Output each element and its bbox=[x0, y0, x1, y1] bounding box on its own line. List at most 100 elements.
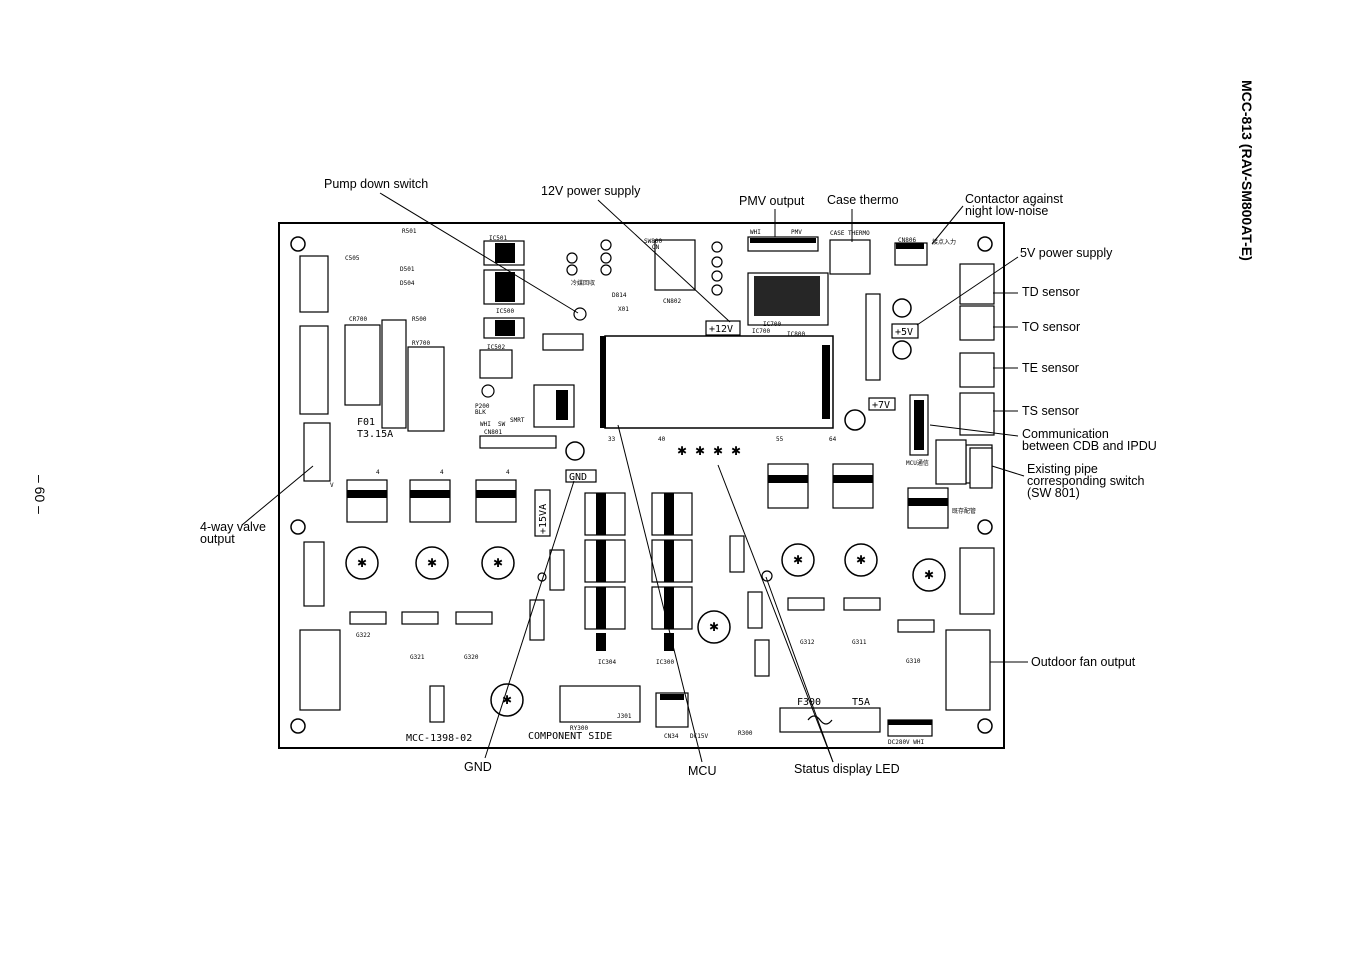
four-way-valve-line1: 4-way valve bbox=[200, 520, 266, 534]
svg-text:✱: ✱ bbox=[924, 568, 934, 582]
svg-text:ON: ON bbox=[652, 244, 660, 251]
pump-down-switch-label: Pump down switch bbox=[324, 177, 429, 191]
relay bbox=[407, 346, 445, 432]
svg-text:55: 55 bbox=[776, 436, 784, 443]
svg-text:R501: R501 bbox=[402, 228, 417, 235]
svg-text:PMV: PMV bbox=[791, 229, 802, 236]
svg-text:IC501: IC501 bbox=[489, 235, 507, 242]
pcb-model-label: MCC-1398-02 bbox=[406, 733, 472, 744]
pcb-5v-box: +5V bbox=[895, 327, 913, 338]
svg-text:接点入力: 接点入力 bbox=[932, 238, 956, 246]
svg-text:BLK: BLK bbox=[475, 409, 486, 416]
svg-text:MCU通信: MCU通信 bbox=[906, 459, 929, 467]
svg-text:IC800: IC800 bbox=[787, 331, 805, 338]
four-way-valve-label: 4-way valve output bbox=[200, 520, 266, 546]
svg-text:CN806: CN806 bbox=[898, 237, 916, 244]
svg-text:✱: ✱ bbox=[709, 620, 719, 634]
contactor-label-line1: Contactor against bbox=[965, 192, 1063, 206]
case-thermo-label: Case thermo bbox=[827, 193, 899, 207]
svg-text:RY300: RY300 bbox=[570, 725, 588, 732]
svg-text:✱: ✱ bbox=[731, 444, 741, 458]
contactor-label: Contactor against night low-noise bbox=[965, 192, 1063, 218]
svg-text:4: 4 bbox=[440, 469, 444, 476]
svg-text:CN801: CN801 bbox=[484, 429, 502, 436]
pcb-fuse2-label: F300 bbox=[797, 697, 821, 708]
svg-text:✱: ✱ bbox=[856, 553, 866, 567]
svg-text:G311: G311 bbox=[852, 639, 867, 646]
svg-text:✱: ✱ bbox=[502, 693, 512, 707]
mcu-pins bbox=[822, 345, 830, 419]
svg-text:D504: D504 bbox=[400, 280, 415, 287]
supply-5v-label: 5V power supply bbox=[1020, 246, 1113, 260]
supply-12v-label: 12V power supply bbox=[541, 184, 641, 198]
ts-sensor-label: TS sensor bbox=[1022, 404, 1079, 418]
contactor-label-line2: night low-noise bbox=[965, 204, 1049, 218]
svg-text:64: 64 bbox=[829, 436, 837, 443]
svg-text:40: 40 bbox=[658, 436, 666, 443]
svg-text:SMRT: SMRT bbox=[510, 417, 525, 424]
svg-text:33: 33 bbox=[608, 436, 616, 443]
svg-text:J301: J301 bbox=[617, 713, 632, 720]
svg-text:D501: D501 bbox=[400, 266, 415, 273]
mcu-module bbox=[604, 335, 834, 429]
svg-text:IC502: IC502 bbox=[487, 344, 505, 351]
svg-text:4: 4 bbox=[376, 469, 380, 476]
svg-text:4: 4 bbox=[506, 469, 510, 476]
svg-text:既存配管: 既存配管 bbox=[952, 507, 976, 515]
svg-text:IC500: IC500 bbox=[496, 308, 514, 315]
gnd-label: GND bbox=[464, 760, 492, 774]
svg-text:✱: ✱ bbox=[677, 444, 687, 458]
svg-text:G320: G320 bbox=[464, 654, 479, 661]
svg-text:C505: C505 bbox=[345, 255, 360, 262]
leader-lines bbox=[241, 192, 1028, 763]
svg-text:G322: G322 bbox=[356, 632, 371, 639]
svg-text:P200: P200 bbox=[475, 403, 490, 410]
existing-pipe-switch-label: Existing pipe corresponding switch (SW 8… bbox=[1027, 462, 1145, 500]
svg-text:RY700: RY700 bbox=[412, 340, 430, 347]
te-sensor-label: TE sensor bbox=[1022, 361, 1079, 375]
svg-text:✱: ✱ bbox=[695, 444, 705, 458]
existing-pipe-line1: Existing pipe bbox=[1027, 462, 1098, 476]
existing-pipe-line3: (SW 801) bbox=[1027, 486, 1080, 500]
pcb-15v-box: +15VA bbox=[538, 504, 549, 534]
svg-text:冷媒回収: 冷媒回収 bbox=[571, 279, 595, 287]
pcb-12v-box: +12V bbox=[709, 324, 733, 335]
td-sensor-label: TD sensor bbox=[1022, 285, 1080, 299]
existing-pipe-line2: corresponding switch bbox=[1027, 474, 1145, 488]
pmv-output-label: PMV output bbox=[739, 194, 805, 208]
to-sensor-label: TO sensor bbox=[1022, 320, 1081, 334]
pcb-ic-main: IC700 bbox=[763, 321, 781, 328]
svg-text:IC304: IC304 bbox=[598, 659, 616, 666]
svg-text:CN802: CN802 bbox=[663, 298, 681, 305]
svg-text:✱: ✱ bbox=[427, 556, 437, 570]
pcb-fuse2-rating: T5A bbox=[852, 697, 870, 708]
svg-text:SW800: SW800 bbox=[644, 238, 662, 245]
pcb-side-label: COMPONENT SIDE bbox=[528, 731, 612, 742]
communication-label-line1: Communication bbox=[1022, 427, 1109, 441]
svg-text:WHI: WHI bbox=[480, 421, 491, 428]
svg-text:G312: G312 bbox=[800, 639, 815, 646]
svg-text:G310: G310 bbox=[906, 658, 921, 665]
pcb-fuse-rating: T3.15A bbox=[357, 429, 393, 440]
svg-text:IC700: IC700 bbox=[752, 328, 770, 335]
svg-text:DC280V WHI: DC280V WHI bbox=[888, 739, 925, 746]
power-transistors bbox=[346, 463, 949, 529]
svg-text:CASE THERMO: CASE THERMO bbox=[830, 230, 870, 237]
svg-text:CR700: CR700 bbox=[349, 316, 367, 323]
mounting-holes bbox=[290, 236, 993, 734]
communication-label-line2: between CDB and IPDU bbox=[1022, 439, 1157, 453]
svg-text:R500: R500 bbox=[412, 316, 427, 323]
capacitors bbox=[345, 298, 946, 717]
outdoor-fan-output-label: Outdoor fan output bbox=[1031, 655, 1136, 669]
svg-text:R300: R300 bbox=[738, 730, 753, 737]
communication-label: Communication between CDB and IPDU bbox=[1022, 427, 1157, 453]
svg-text:✱: ✱ bbox=[713, 444, 723, 458]
pcb-gnd-box: GND bbox=[569, 472, 587, 483]
mcu-label: MCU bbox=[688, 764, 717, 778]
svg-text:D814: D814 bbox=[612, 292, 627, 299]
status-display-led-label: Status display LED bbox=[794, 762, 900, 776]
four-way-valve-line2: output bbox=[200, 532, 235, 546]
svg-text:✱: ✱ bbox=[357, 556, 367, 570]
left-connectors bbox=[299, 255, 407, 711]
